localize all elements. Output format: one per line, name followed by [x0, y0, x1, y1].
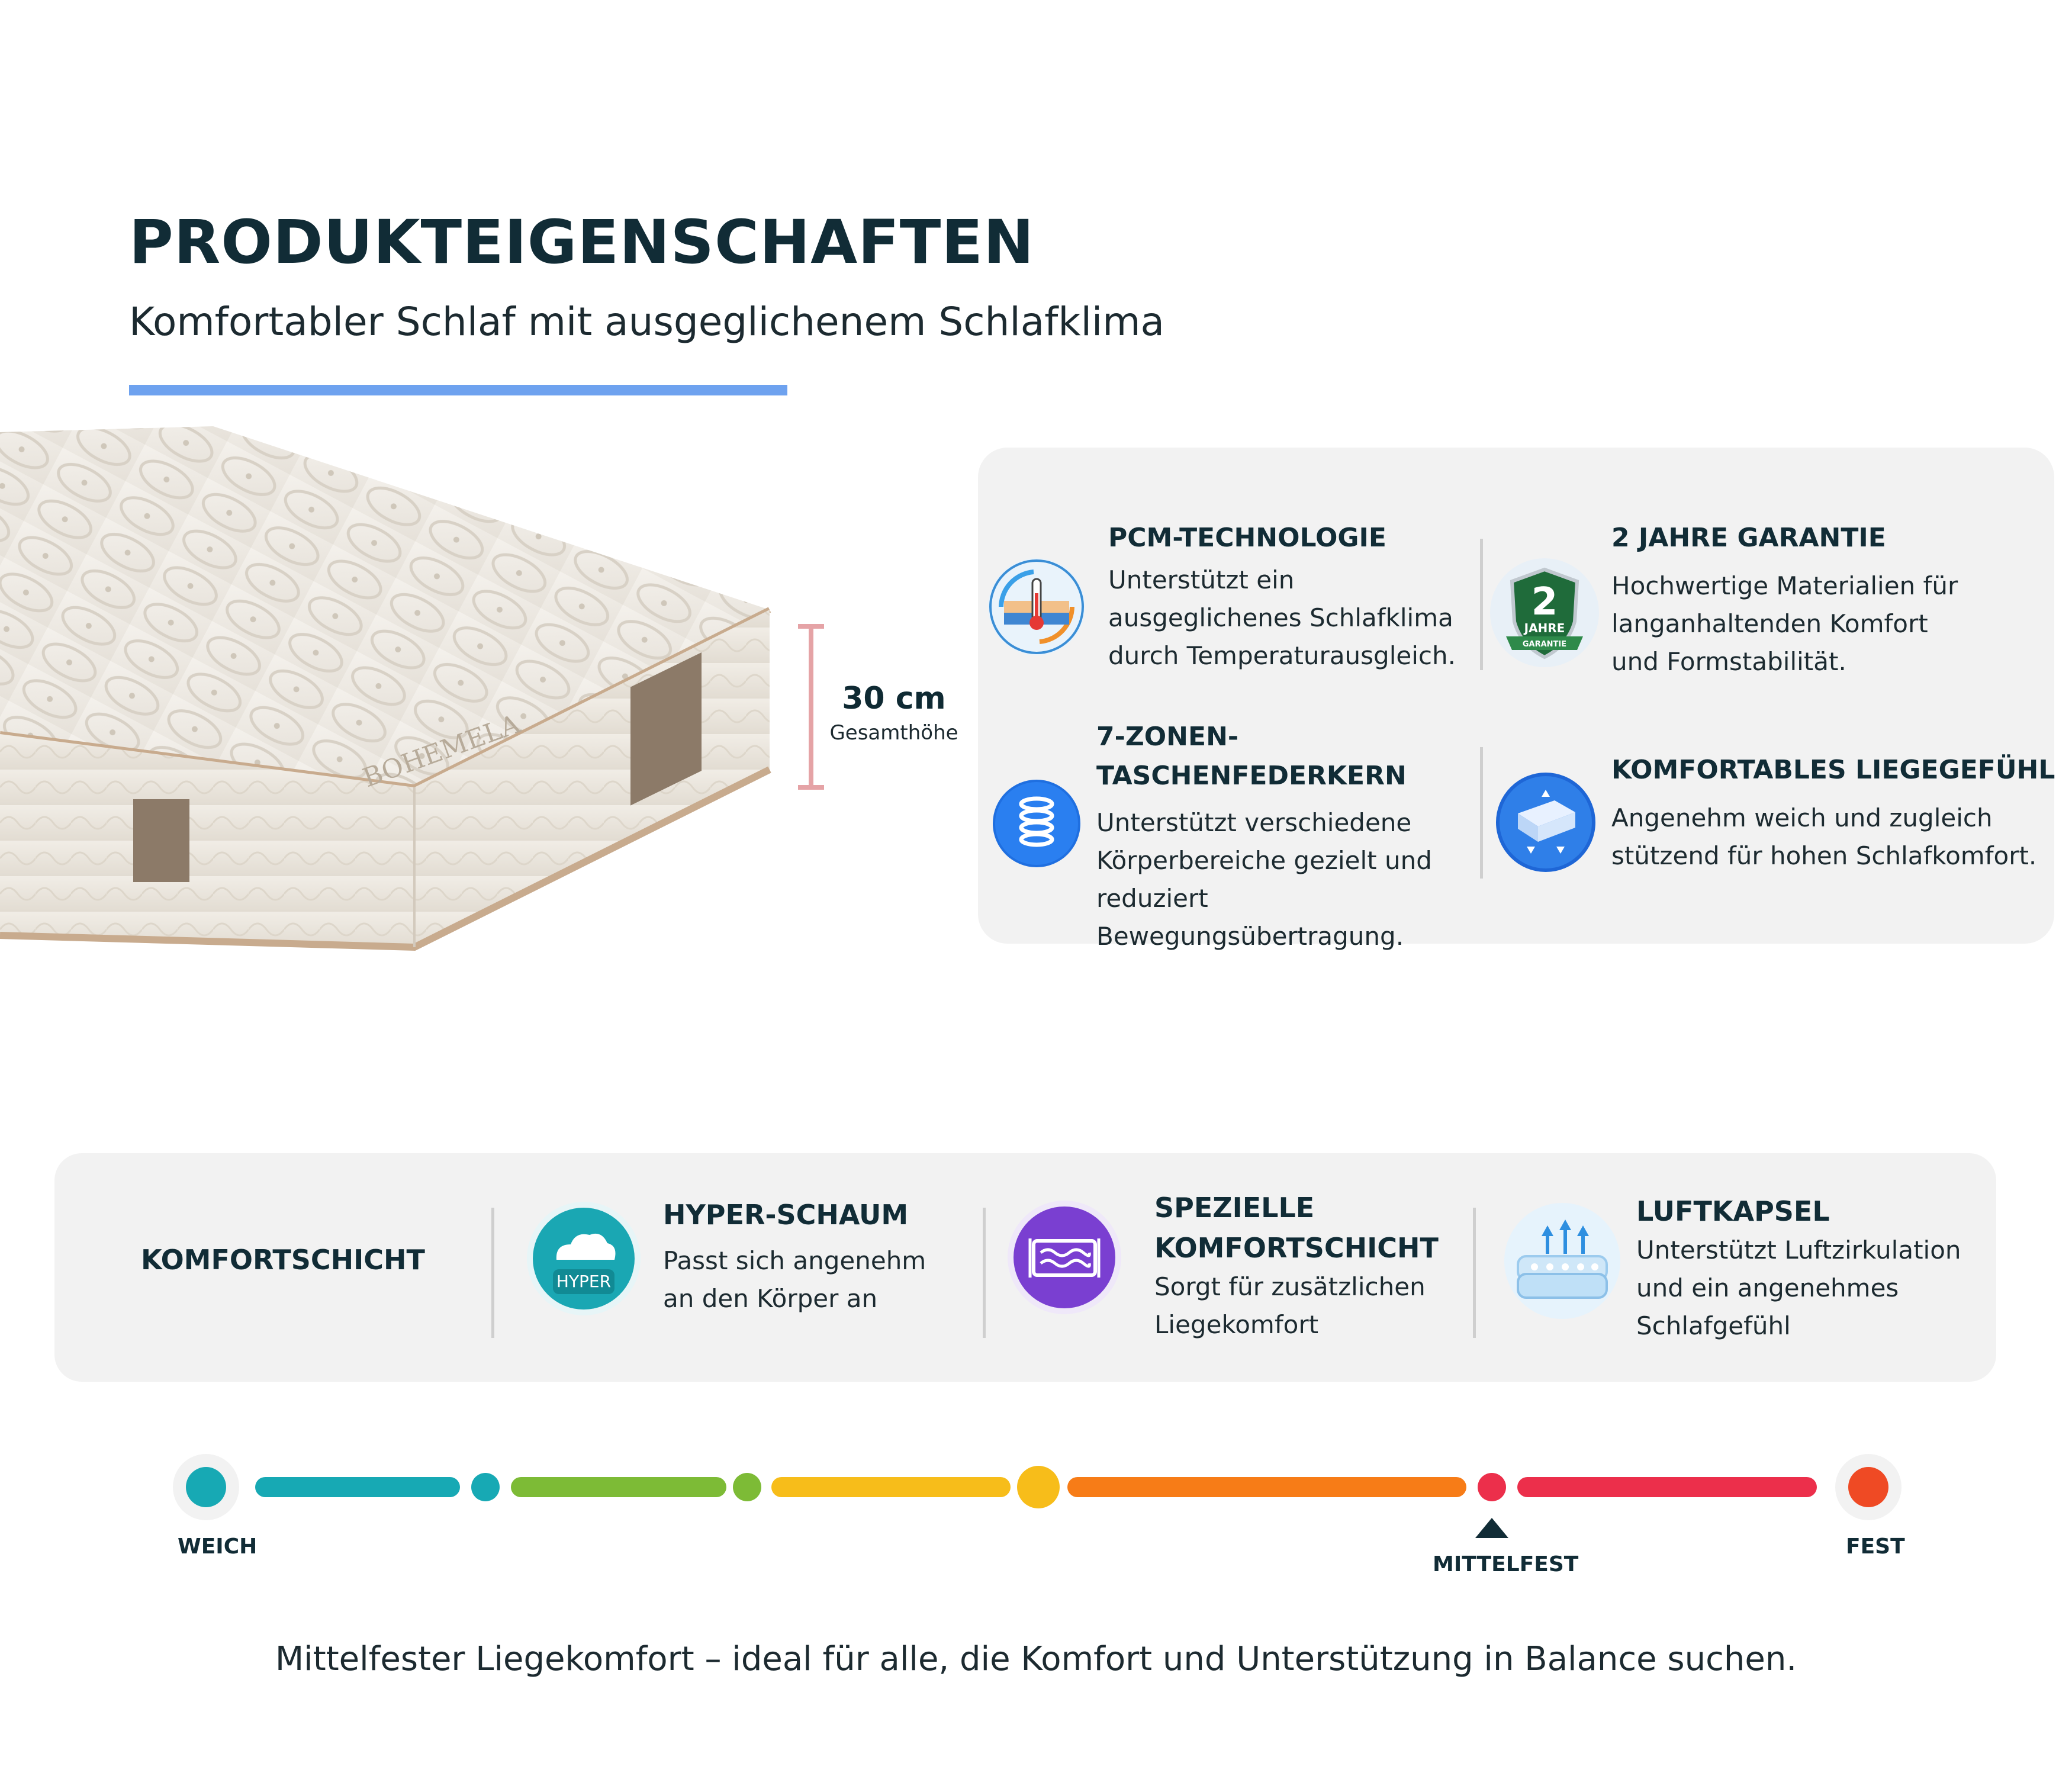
layer-air-desc-line: Schlafgefühl [1636, 1311, 1791, 1340]
firmness-scale [173, 1454, 1902, 1538]
layer-hyper-title: HYPER-SCHAUM [663, 1199, 909, 1231]
layer-special-title-line: KOMFORTSCHICHT [1154, 1232, 1439, 1264]
scale-dot-soft [186, 1467, 226, 1507]
scale-label-medium: MITTELFEST [1433, 1552, 1579, 1576]
comfort-layer-heading: KOMFORTSCHICHT [141, 1244, 425, 1276]
layer-divider [983, 1208, 986, 1338]
warranty-number: 2 [1532, 580, 1558, 624]
hyper-cloud-icon: HYPER [526, 1201, 642, 1317]
feature-pcm: PCM-TECHNOLOGIE Unterstützt ein ausgegli… [1108, 519, 1463, 675]
layer-special-desc-line: Liegekomfort [1154, 1310, 1319, 1339]
scale-dot [733, 1473, 761, 1501]
height-value: 30 cm [842, 681, 946, 716]
feature-pcm-desc-line: Unterstützt ein [1108, 565, 1295, 594]
layer-air-desc-line: und ein angenehmes [1636, 1273, 1899, 1302]
feature-pcm-title: PCM-TECHNOLOGIE [1108, 523, 1386, 553]
scale-marker-icon [1475, 1518, 1508, 1538]
feature-springs-title-line: TASCHENFEDERKERN [1096, 761, 1407, 791]
hyper-icon-text: HYPER [556, 1272, 611, 1291]
layer-hyper-desc-line: an den Körper an [663, 1284, 878, 1313]
layer-divider [491, 1208, 494, 1338]
layer-special: SPEZIELLE KOMFORTSCHICHT Sorgt für zusät… [1154, 1188, 1462, 1344]
feature-comfort-desc-line: Angenehm weich und zugleich [1611, 803, 1993, 832]
title-underline [129, 385, 787, 395]
feature-springs-title-line: 7-ZONEN- [1096, 722, 1239, 752]
layer-air: LUFTKAPSEL Unterstützt Luftzirkulation u… [1636, 1191, 1991, 1345]
layer-special-desc-line: Sorgt für zusätzlichen [1154, 1272, 1426, 1301]
scale-dot [1017, 1466, 1060, 1508]
feature-warranty-desc-line: langanhaltenden Komfort [1611, 609, 1928, 638]
comfort-layer-icon [1006, 1199, 1122, 1315]
feature-springs-desc-line: reduziert Bewegungsübertragung. [1096, 884, 1404, 951]
feature-warranty-desc-line: Hochwertige Materialien für [1611, 571, 1958, 600]
feature-comfort: KOMFORTABLES LIEGEGEFÜHL Angenehm weich … [1611, 751, 2061, 875]
page-subtitle: Komfortabler Schlaf mit ausgeglichenem S… [129, 299, 1164, 345]
feature-warranty-title: 2 JAHRE GARANTIE [1611, 523, 1886, 553]
feature-comfort-desc-line: stützend für hohen Schlafkomfort. [1611, 841, 2037, 870]
scale-dot-selected [1478, 1473, 1506, 1501]
mattress-image: BOHEMELA [0, 414, 781, 959]
layer-hyper: HYPER-SCHAUM Passt sich angenehm an den … [663, 1195, 971, 1318]
layer-divider [1473, 1208, 1476, 1338]
feature-divider [1480, 747, 1483, 879]
warranty-word: JAHRE [1523, 621, 1565, 635]
layer-air-title: LUFTKAPSEL [1636, 1195, 1830, 1227]
warranty-shield-icon: 2 JAHRE GARANTIE [1488, 556, 1601, 669]
height-bracket [798, 624, 824, 790]
spring-icon [992, 779, 1081, 868]
scale-dot [471, 1473, 500, 1501]
scale-label-firm: FEST [1846, 1534, 1905, 1559]
layer-air-desc-line: Unterstützt Luftzirkulation [1636, 1236, 1961, 1265]
feature-pcm-desc-line: ausgeglichenes Schlafklima [1108, 603, 1453, 632]
scale-dot-firm [1848, 1467, 1888, 1507]
layer-special-title-line: SPEZIELLE [1154, 1192, 1315, 1224]
feature-divider [1480, 539, 1483, 670]
layer-hyper-desc-line: Passt sich angenehm [663, 1246, 926, 1275]
height-caption: Gesamthöhe [829, 721, 958, 745]
feature-springs-desc-line: Unterstützt verschiedene [1096, 808, 1412, 837]
mattress-comfort-icon [1495, 772, 1596, 873]
mattress-illustration: BOHEMELA [0, 426, 771, 951]
feature-pcm-desc-line: durch Temperaturausgleich. [1108, 641, 1456, 670]
scale-label-soft: WEICH [178, 1534, 258, 1559]
thermometer-layers-icon [986, 556, 1087, 657]
height-label: 30 cm Gesamthöhe [817, 681, 971, 745]
feature-warranty-desc-line: und Formstabilität. [1611, 647, 1846, 676]
feature-springs-desc-line: Körperbereiche gezielt und [1096, 846, 1432, 875]
feature-comfort-title: KOMFORTABLES LIEGEGEFÜHL [1611, 755, 2055, 785]
summary-text: Mittelfester Liegekomfort – ideal für al… [275, 1640, 1797, 1678]
feature-warranty: 2 JAHRE GARANTIE Hochwertige Materialien… [1611, 519, 2050, 681]
warranty-ribbon: GARANTIE [1523, 640, 1566, 649]
air-capsule-icon [1500, 1202, 1624, 1320]
page-title: PRODUKTEIGENSCHAFTEN [129, 207, 1035, 278]
feature-springs: 7-ZONEN- TASCHENFEDERKERN Unterstützt ve… [1096, 718, 1499, 955]
